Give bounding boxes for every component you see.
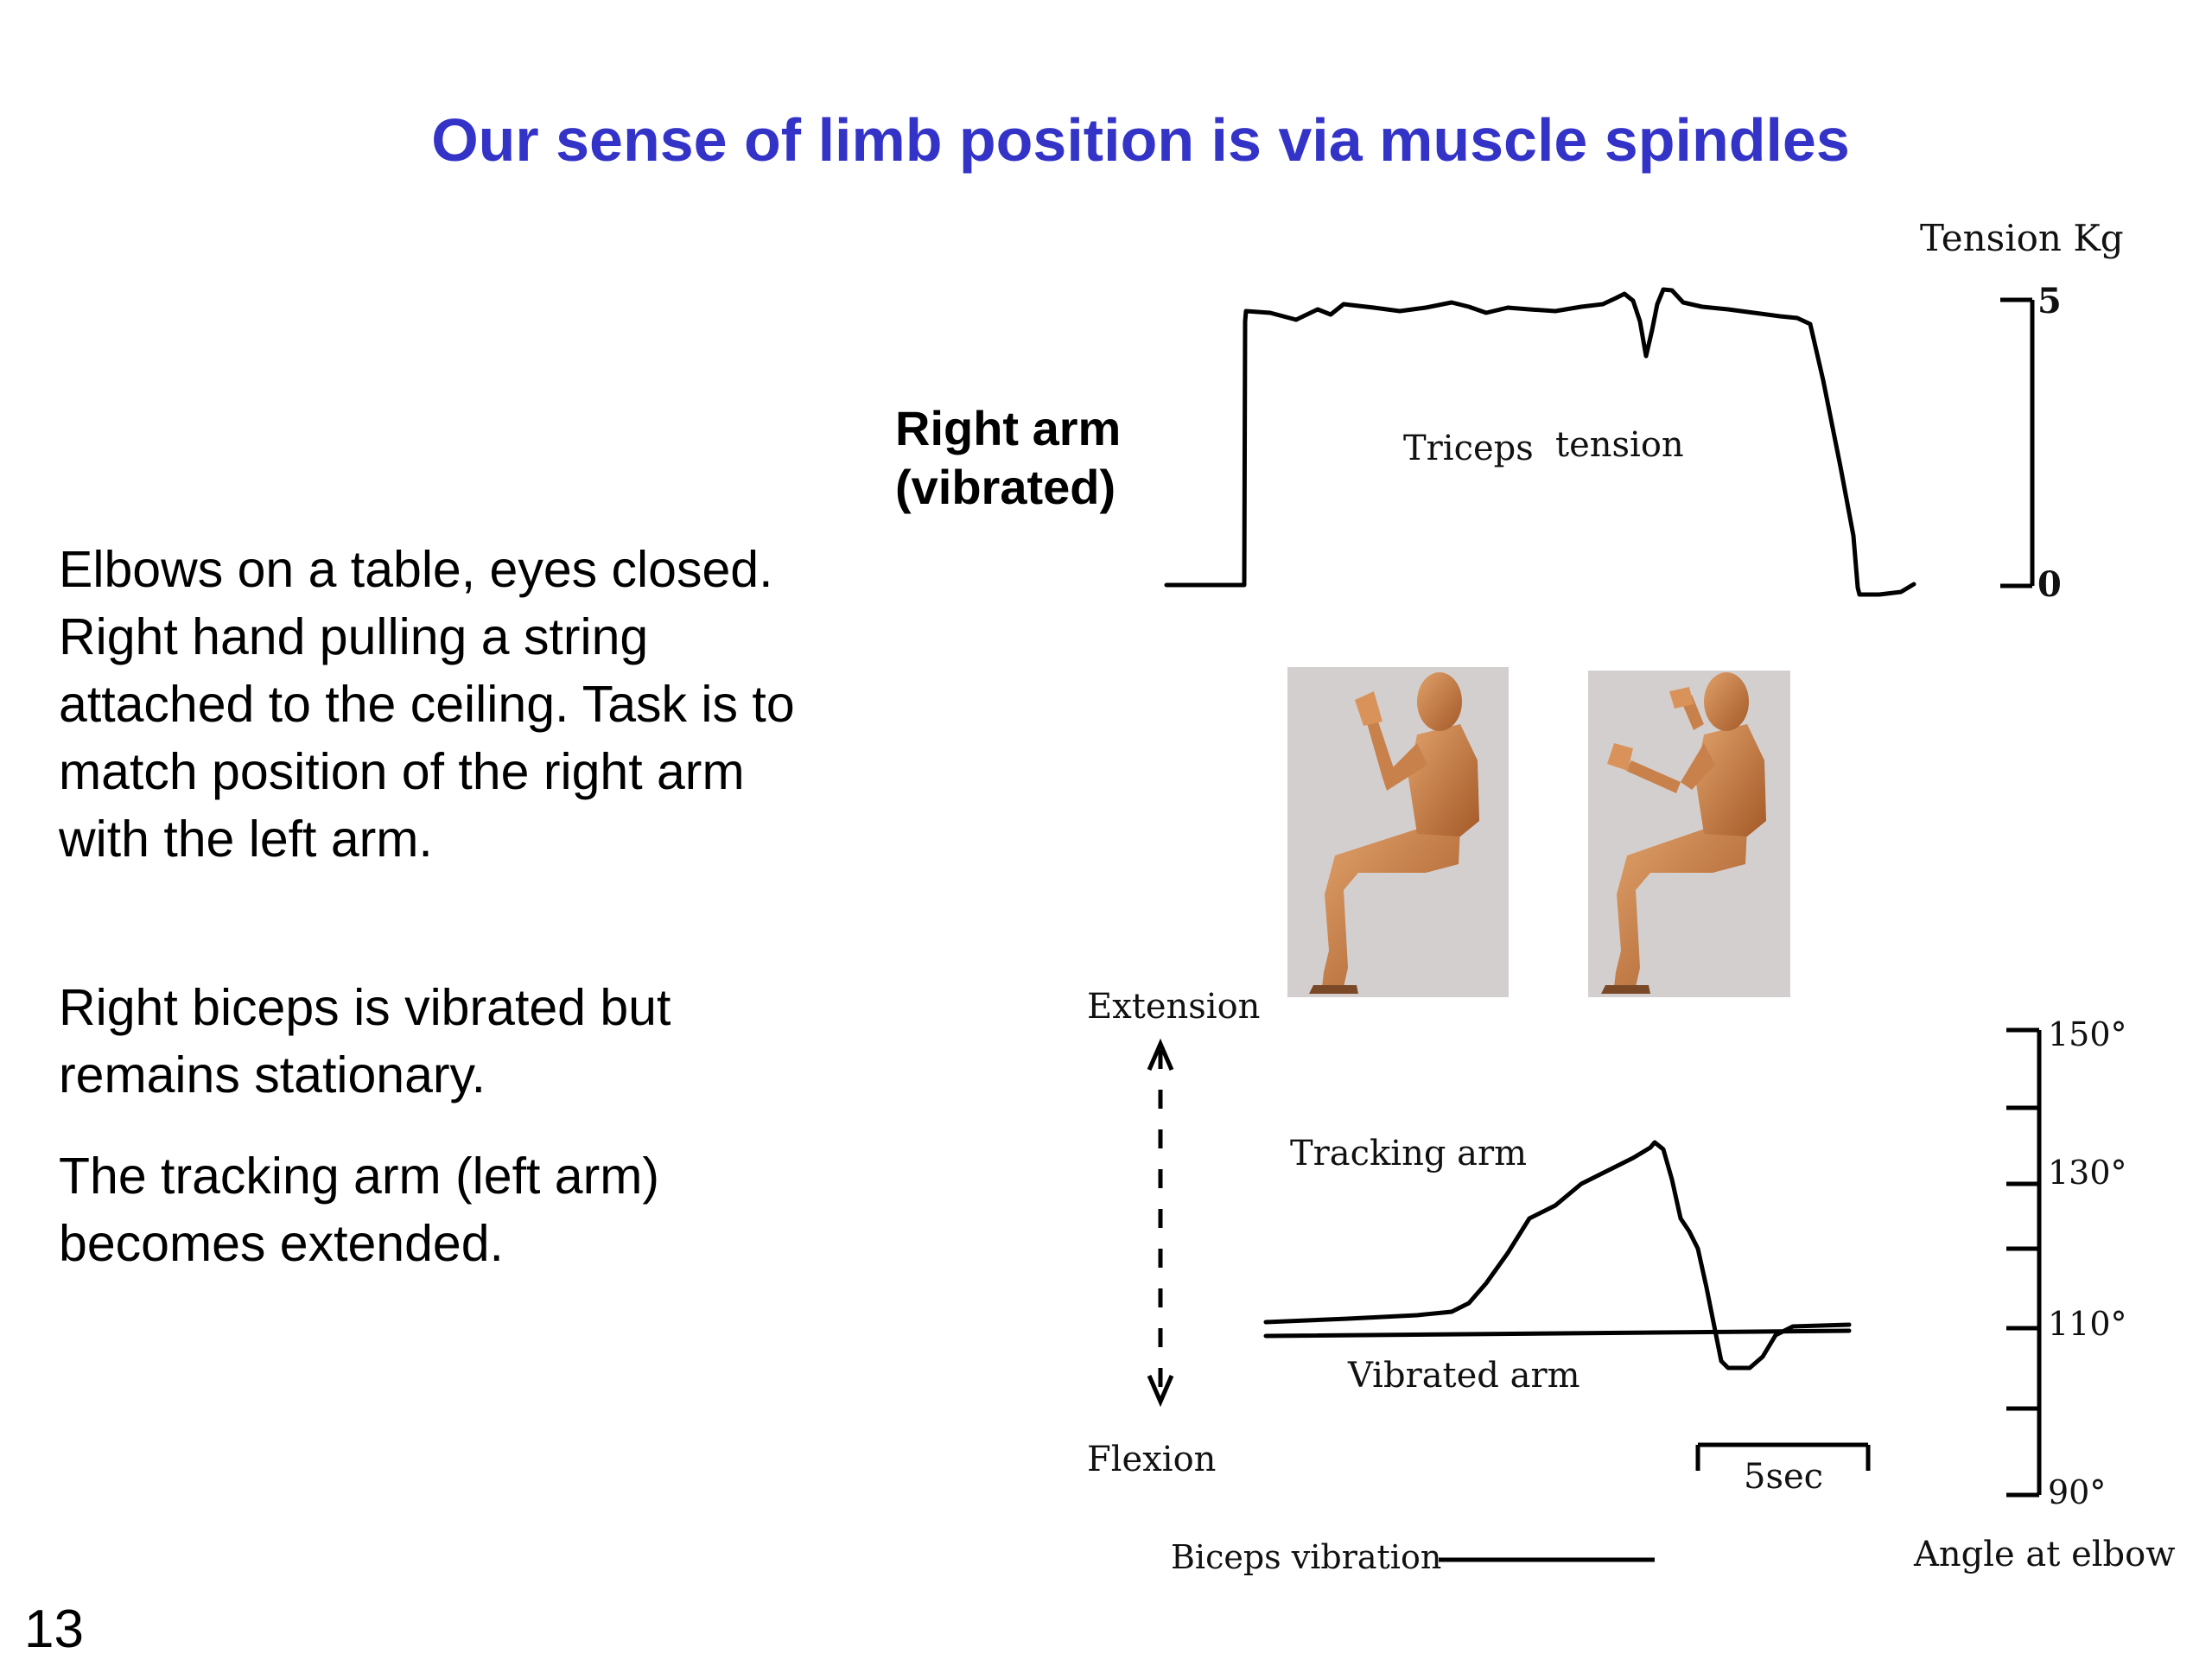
angle-axis-label: Angle at elbow <box>1913 1535 2175 1574</box>
task-description: Elbows on a table, eyes closed. Right ha… <box>59 541 795 868</box>
angle-tick-150: 150° <box>2048 1015 2127 1053</box>
vibration-description: Right biceps is vibrated but remains sta… <box>59 979 671 1103</box>
slide-title: Our sense of limb position is via muscle… <box>431 106 1850 174</box>
tension-min-label: 0 <box>2037 564 2062 605</box>
extension-label: Extension <box>1087 987 1260 1027</box>
flexion-label: Flexion <box>1087 1440 1216 1479</box>
time-scale-label: 5sec <box>1744 1457 1823 1497</box>
triceps-label: Triceps <box>1403 429 1534 468</box>
triceps-tension-trace <box>1164 287 1916 597</box>
time-scale-bar <box>1695 1442 1871 1471</box>
biceps-vibration-label: Biceps vibration <box>1171 1538 1441 1576</box>
tension-max-label: 5 <box>2037 281 2062 321</box>
seated-figure-image-left <box>1287 667 1509 997</box>
angle-scale-bar <box>2006 1027 2042 1498</box>
tension-scale-bar <box>2000 297 2035 588</box>
tension-label: tension <box>1555 425 1684 465</box>
angle-tick-90: 90° <box>2048 1473 2106 1511</box>
tracking-arm-trace <box>1263 1140 1852 1371</box>
extension-flexion-arrow <box>1147 1038 1174 1408</box>
right-arm-label-line2: (vibrated) <box>895 460 1116 514</box>
right-arm-label: Right arm (vibrated) <box>895 399 1121 517</box>
result-description: The tracking arm (left arm) becomes exte… <box>59 1148 660 1272</box>
right-arm-label-line1: Right arm <box>895 401 1122 455</box>
angle-tick-110: 110° <box>2048 1305 2127 1343</box>
seated-figure-image-right <box>1588 671 1790 997</box>
vibrated-arm-trace <box>1263 1328 1852 1339</box>
tension-axis-label: Tension Kg <box>1920 217 2124 259</box>
vibrated-arm-label: Vibrated arm <box>1347 1356 1580 1396</box>
page-number: 13 <box>24 1600 84 1659</box>
angle-tick-130: 130° <box>2048 1154 2127 1192</box>
tracking-arm-label: Tracking arm <box>1290 1134 1527 1173</box>
